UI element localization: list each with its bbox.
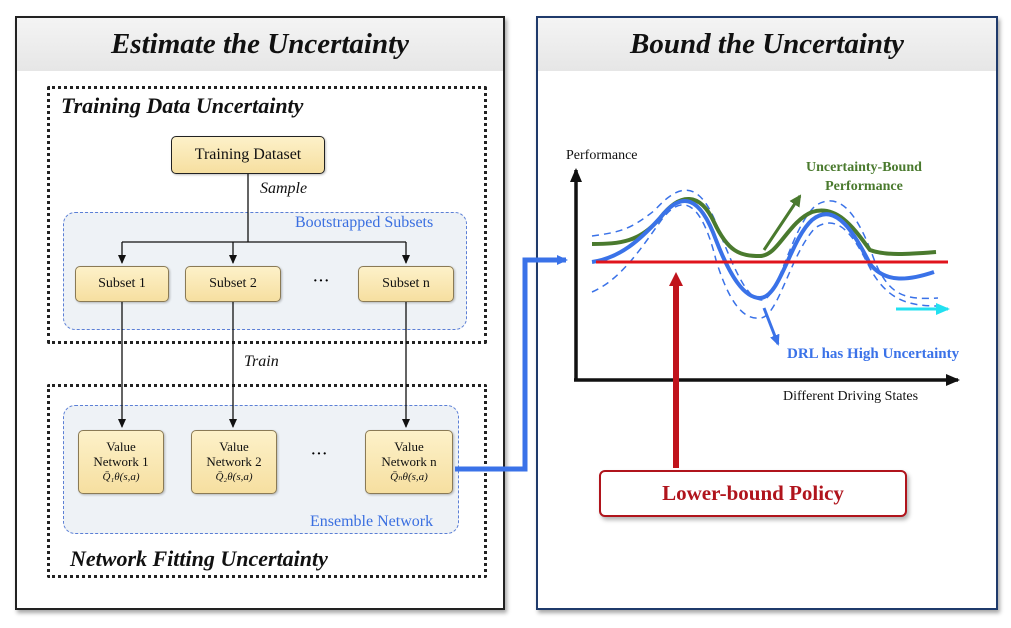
estimate-panel-title: Estimate the Uncertainty [17,18,503,71]
value-network-1-line1: Value [106,439,136,454]
value-network-n-node: Value Network n Q̄ₙθ(s,a) [365,430,453,494]
y-axis-label: Performance [566,148,638,163]
training-uncertainty-box [47,86,487,344]
bound-label-line1: Uncertainty-Bound [806,160,922,175]
bound-label-line2: Performance [825,179,903,194]
bootstrapped-subsets-label: Bootstrapped Subsets [295,214,434,231]
network-ellipsis: ··· [311,447,329,462]
subset-1-node: Subset 1 [75,266,169,302]
value-network-2-line2: Network 2 [206,454,262,469]
value-network-2-line1: Value [219,439,249,454]
sample-label: Sample [260,180,308,197]
bound-panel: Bound the Uncertainty [536,16,998,610]
drl-label: DRL has High Uncertainty [787,346,960,362]
training-uncertainty-title: Training Data Uncertainty [61,93,304,118]
network-uncertainty-box [47,384,487,578]
value-network-1-node: Value Network 1 Q̄₁θ(s,a) [78,430,164,494]
training-dataset-node: Training Dataset [171,136,325,174]
bound-panel-title: Bound the Uncertainty [538,18,996,71]
value-network-2-node: Value Network 2 Q̄₂θ(s,a) [191,430,277,494]
train-label: Train [244,353,279,370]
ensemble-network-label: Ensemble Network [310,513,434,530]
subset-n-node: Subset n [358,266,454,302]
subset-ellipsis: ··· [313,274,331,289]
value-network-n-line1: Value [394,439,424,454]
network-uncertainty-title: Network Fitting Uncertainty [70,546,328,571]
x-axis-label: Different Driving States [783,389,919,404]
value-network-1-line2: Network 1 [93,454,149,469]
bound-annotation: Uncertainty-Bound Performance [806,158,922,196]
lower-bound-policy-box: Lower-bound Policy [599,470,907,517]
value-network-n-line2: Network n [381,454,437,469]
value-network-n-q: Q̄ₙθ(s,a) [390,471,428,483]
value-network-2-q: Q̄₂θ(s,a) [215,471,253,483]
value-network-1-q: Q̄₁θ(s,a) [102,471,140,483]
subset-2-node: Subset 2 [185,266,281,302]
